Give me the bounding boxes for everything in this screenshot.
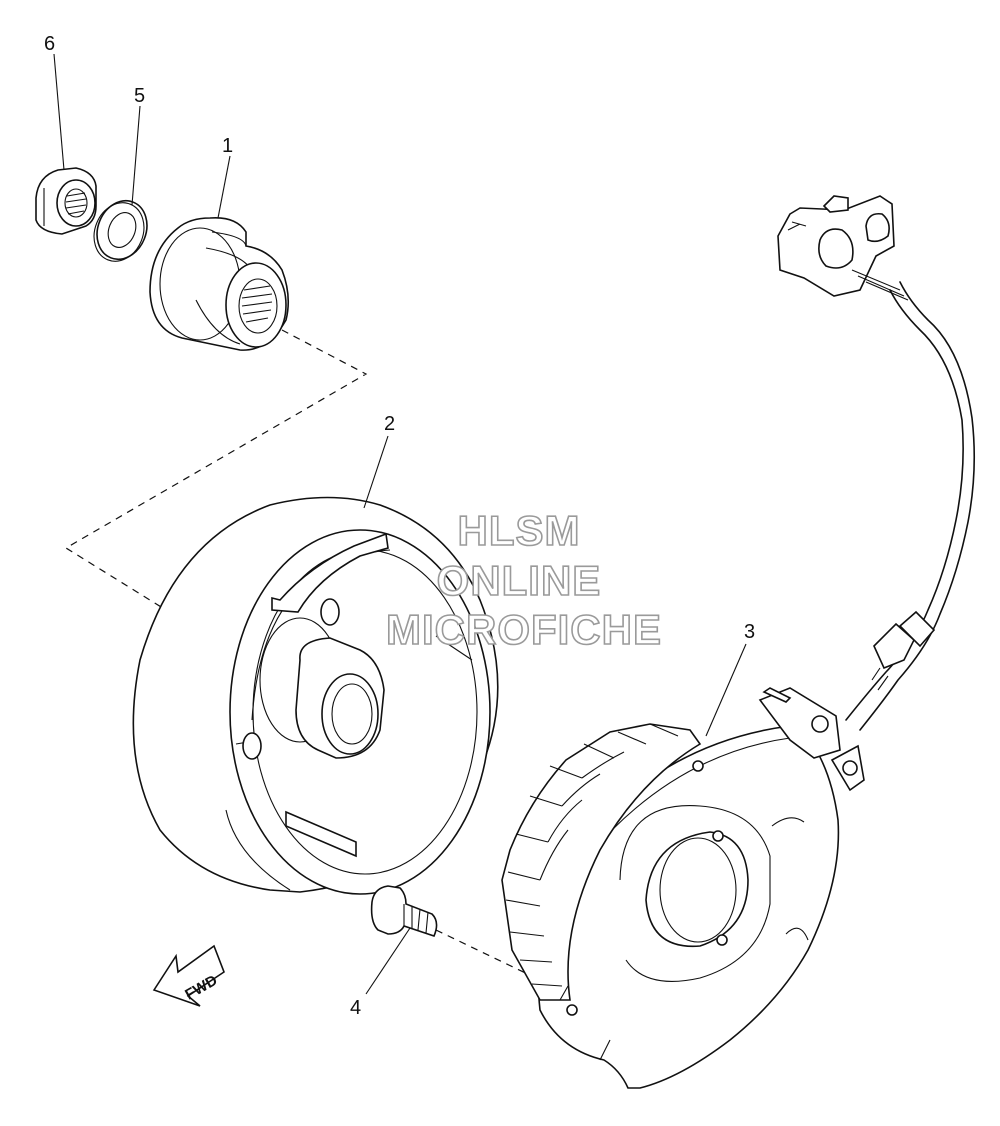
watermark-line1: HLSM [458,507,581,554]
callout-1: 1 [222,135,233,157]
part-1-collar [149,216,290,351]
watermark: HLSM ONLINE MICROFICHE [385,506,662,654]
part-3-stator [501,687,865,1089]
leader-3 [705,643,747,737]
wire-harness [845,281,976,731]
leader-4 [365,927,411,995]
watermark-line3: MICROFICHE [386,606,662,653]
part-4-bolt [370,885,438,937]
callout-2: 2 [384,413,395,435]
fwd-arrow: FWD [152,944,225,1007]
callout-6: 6 [44,33,55,55]
leader-2 [363,435,389,509]
callout-3: 3 [744,621,755,643]
callout-5: 5 [134,85,145,107]
leader-6 [53,53,65,171]
callout-4: 4 [350,997,361,1019]
part-6-nut [35,167,97,235]
leader-1 [217,155,231,219]
connector-coupler [777,195,909,301]
part-5-washer [93,199,148,262]
leader-5 [131,105,141,206]
watermark-line2: ONLINE [437,557,602,604]
part-2-rotor [132,496,499,895]
